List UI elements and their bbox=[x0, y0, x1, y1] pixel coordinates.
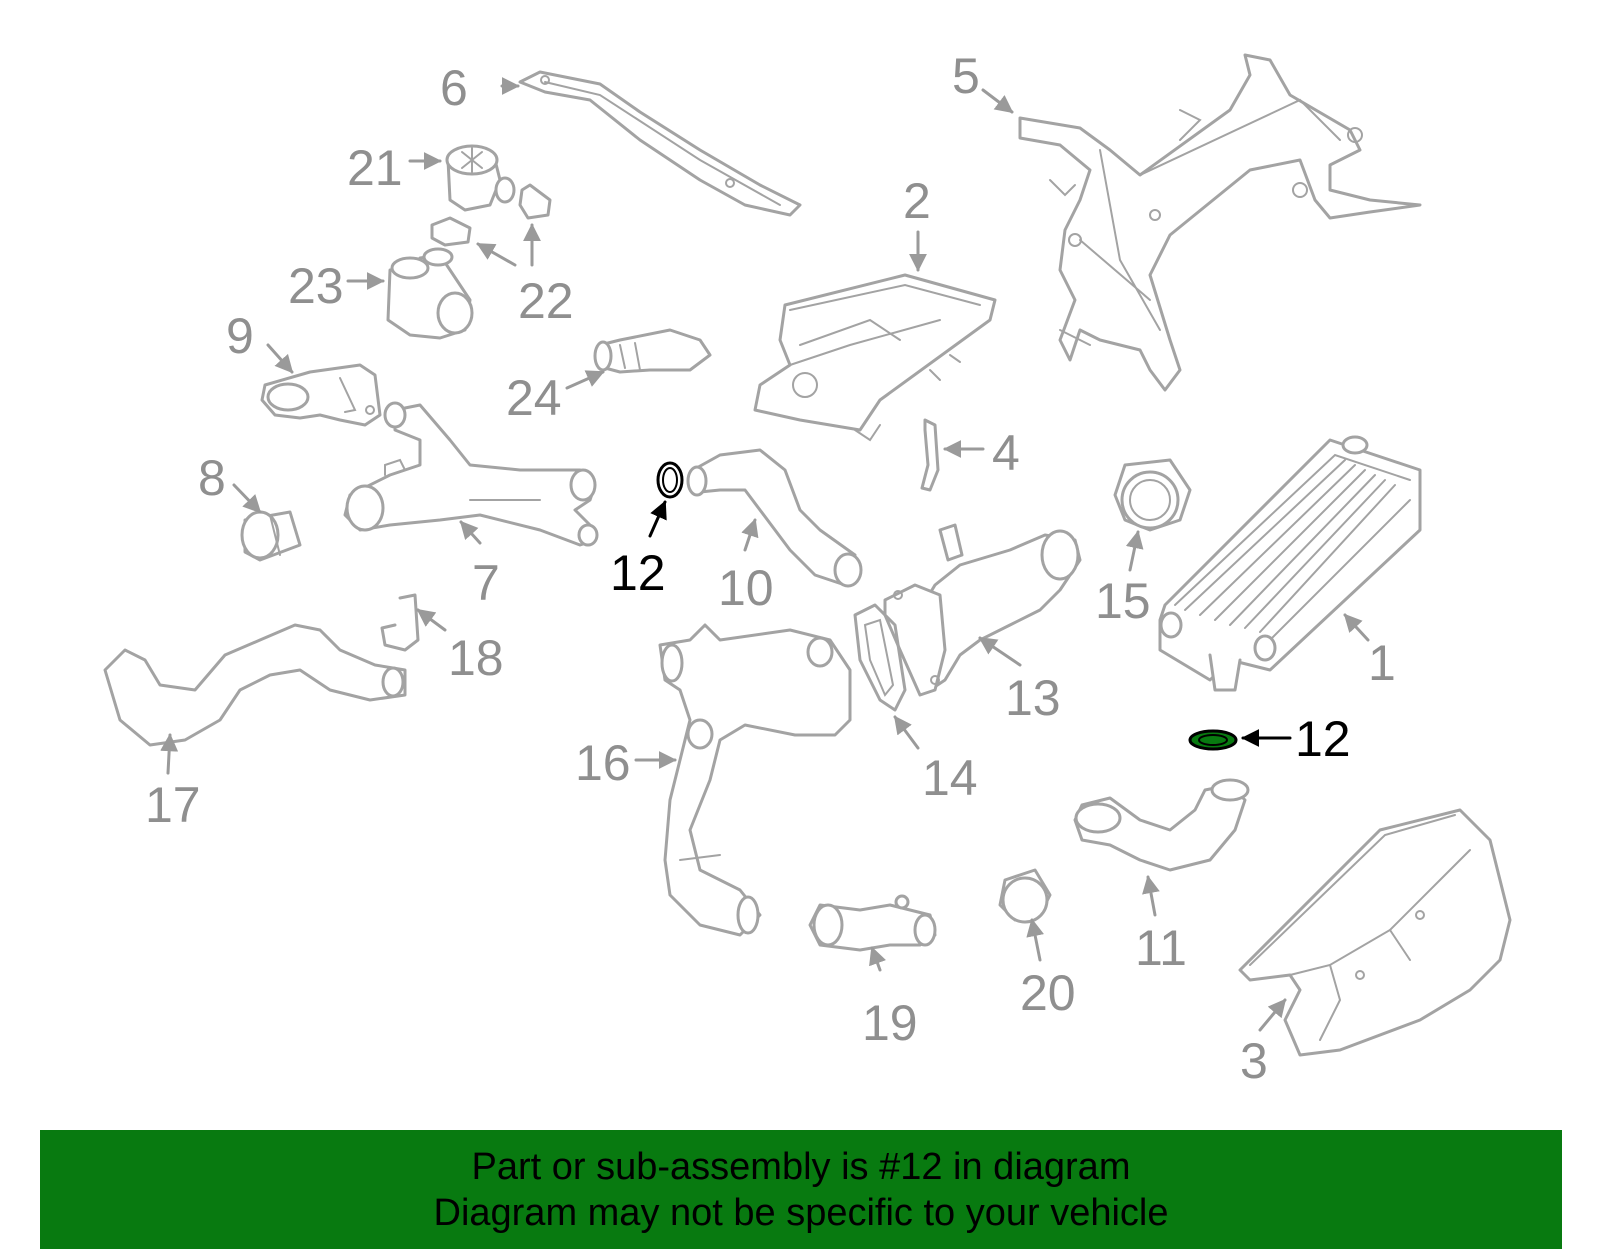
part-15-coupling bbox=[1113, 458, 1192, 532]
part-13-elbow-pipe bbox=[883, 523, 1082, 697]
callout-19: 19 bbox=[862, 995, 918, 1051]
part-19-hose bbox=[808, 894, 937, 952]
callout-1: 1 bbox=[1368, 635, 1396, 691]
callout-18: 18 bbox=[448, 630, 504, 686]
part-18-clip bbox=[380, 593, 420, 652]
callout-24: 24 bbox=[506, 370, 562, 426]
part-4-clip bbox=[920, 418, 940, 492]
banner-disclaimer: Diagram may not be specific to your vehi… bbox=[433, 1192, 1169, 1234]
part-21-valve bbox=[445, 144, 516, 212]
callout-5: 5 bbox=[952, 48, 980, 104]
callout-labels: 6 5 21 2 23 22 9 24 4 8 12 10 7 15 18 1 … bbox=[145, 48, 1396, 1089]
callout-20: 20 bbox=[1020, 965, 1076, 1021]
callout-23: 23 bbox=[288, 258, 344, 314]
part-8-coupling bbox=[240, 510, 302, 562]
leader-lines bbox=[160, 77, 1370, 1032]
callout-13: 13 bbox=[1005, 670, 1061, 726]
part-7-y-pipe bbox=[343, 401, 599, 547]
part-2-air-duct bbox=[753, 273, 997, 442]
callout-17: 17 bbox=[145, 777, 201, 833]
callout-6: 6 bbox=[440, 60, 468, 116]
callout-15: 15 bbox=[1095, 573, 1151, 629]
part-17-hose bbox=[103, 623, 407, 747]
part-24-hose bbox=[593, 328, 712, 374]
part-10-hose bbox=[686, 448, 863, 588]
callout-3: 3 bbox=[1240, 1033, 1268, 1089]
part-11-hose bbox=[1073, 778, 1250, 872]
part-3-air-box bbox=[1238, 808, 1512, 1057]
part-16-large-pipe bbox=[658, 623, 852, 937]
part-23-housing bbox=[386, 247, 474, 340]
info-banner: Part or sub-assembly is #12 in diagram D… bbox=[40, 1130, 1562, 1249]
part-6-bracket bbox=[518, 70, 802, 217]
callout-2: 2 bbox=[903, 173, 931, 229]
part-5-support-frame bbox=[1018, 53, 1422, 392]
callout-12-top: 12 bbox=[610, 545, 666, 601]
callout-14: 14 bbox=[922, 750, 978, 806]
part-12-seal-top bbox=[656, 461, 684, 499]
callout-9: 9 bbox=[226, 308, 254, 364]
callout-4: 4 bbox=[992, 425, 1020, 481]
part-22-clips bbox=[430, 183, 552, 247]
callout-10: 10 bbox=[718, 560, 774, 616]
banner-part-note: Part or sub-assembly is #12 in diagram bbox=[471, 1146, 1131, 1188]
part-12-seal-bottom bbox=[1188, 729, 1238, 751]
part-1-intercooler bbox=[1158, 435, 1422, 692]
part-9-mount bbox=[260, 363, 382, 427]
callout-12-bottom: 12 bbox=[1295, 711, 1351, 767]
callout-21: 21 bbox=[347, 140, 403, 196]
callout-11: 11 bbox=[1135, 920, 1187, 976]
callout-8: 8 bbox=[198, 450, 226, 506]
part-20-coupling bbox=[998, 868, 1052, 924]
callout-7: 7 bbox=[472, 555, 500, 611]
callout-16: 16 bbox=[575, 735, 631, 791]
callout-22: 22 bbox=[518, 273, 574, 329]
part-14-gasket bbox=[853, 603, 907, 712]
